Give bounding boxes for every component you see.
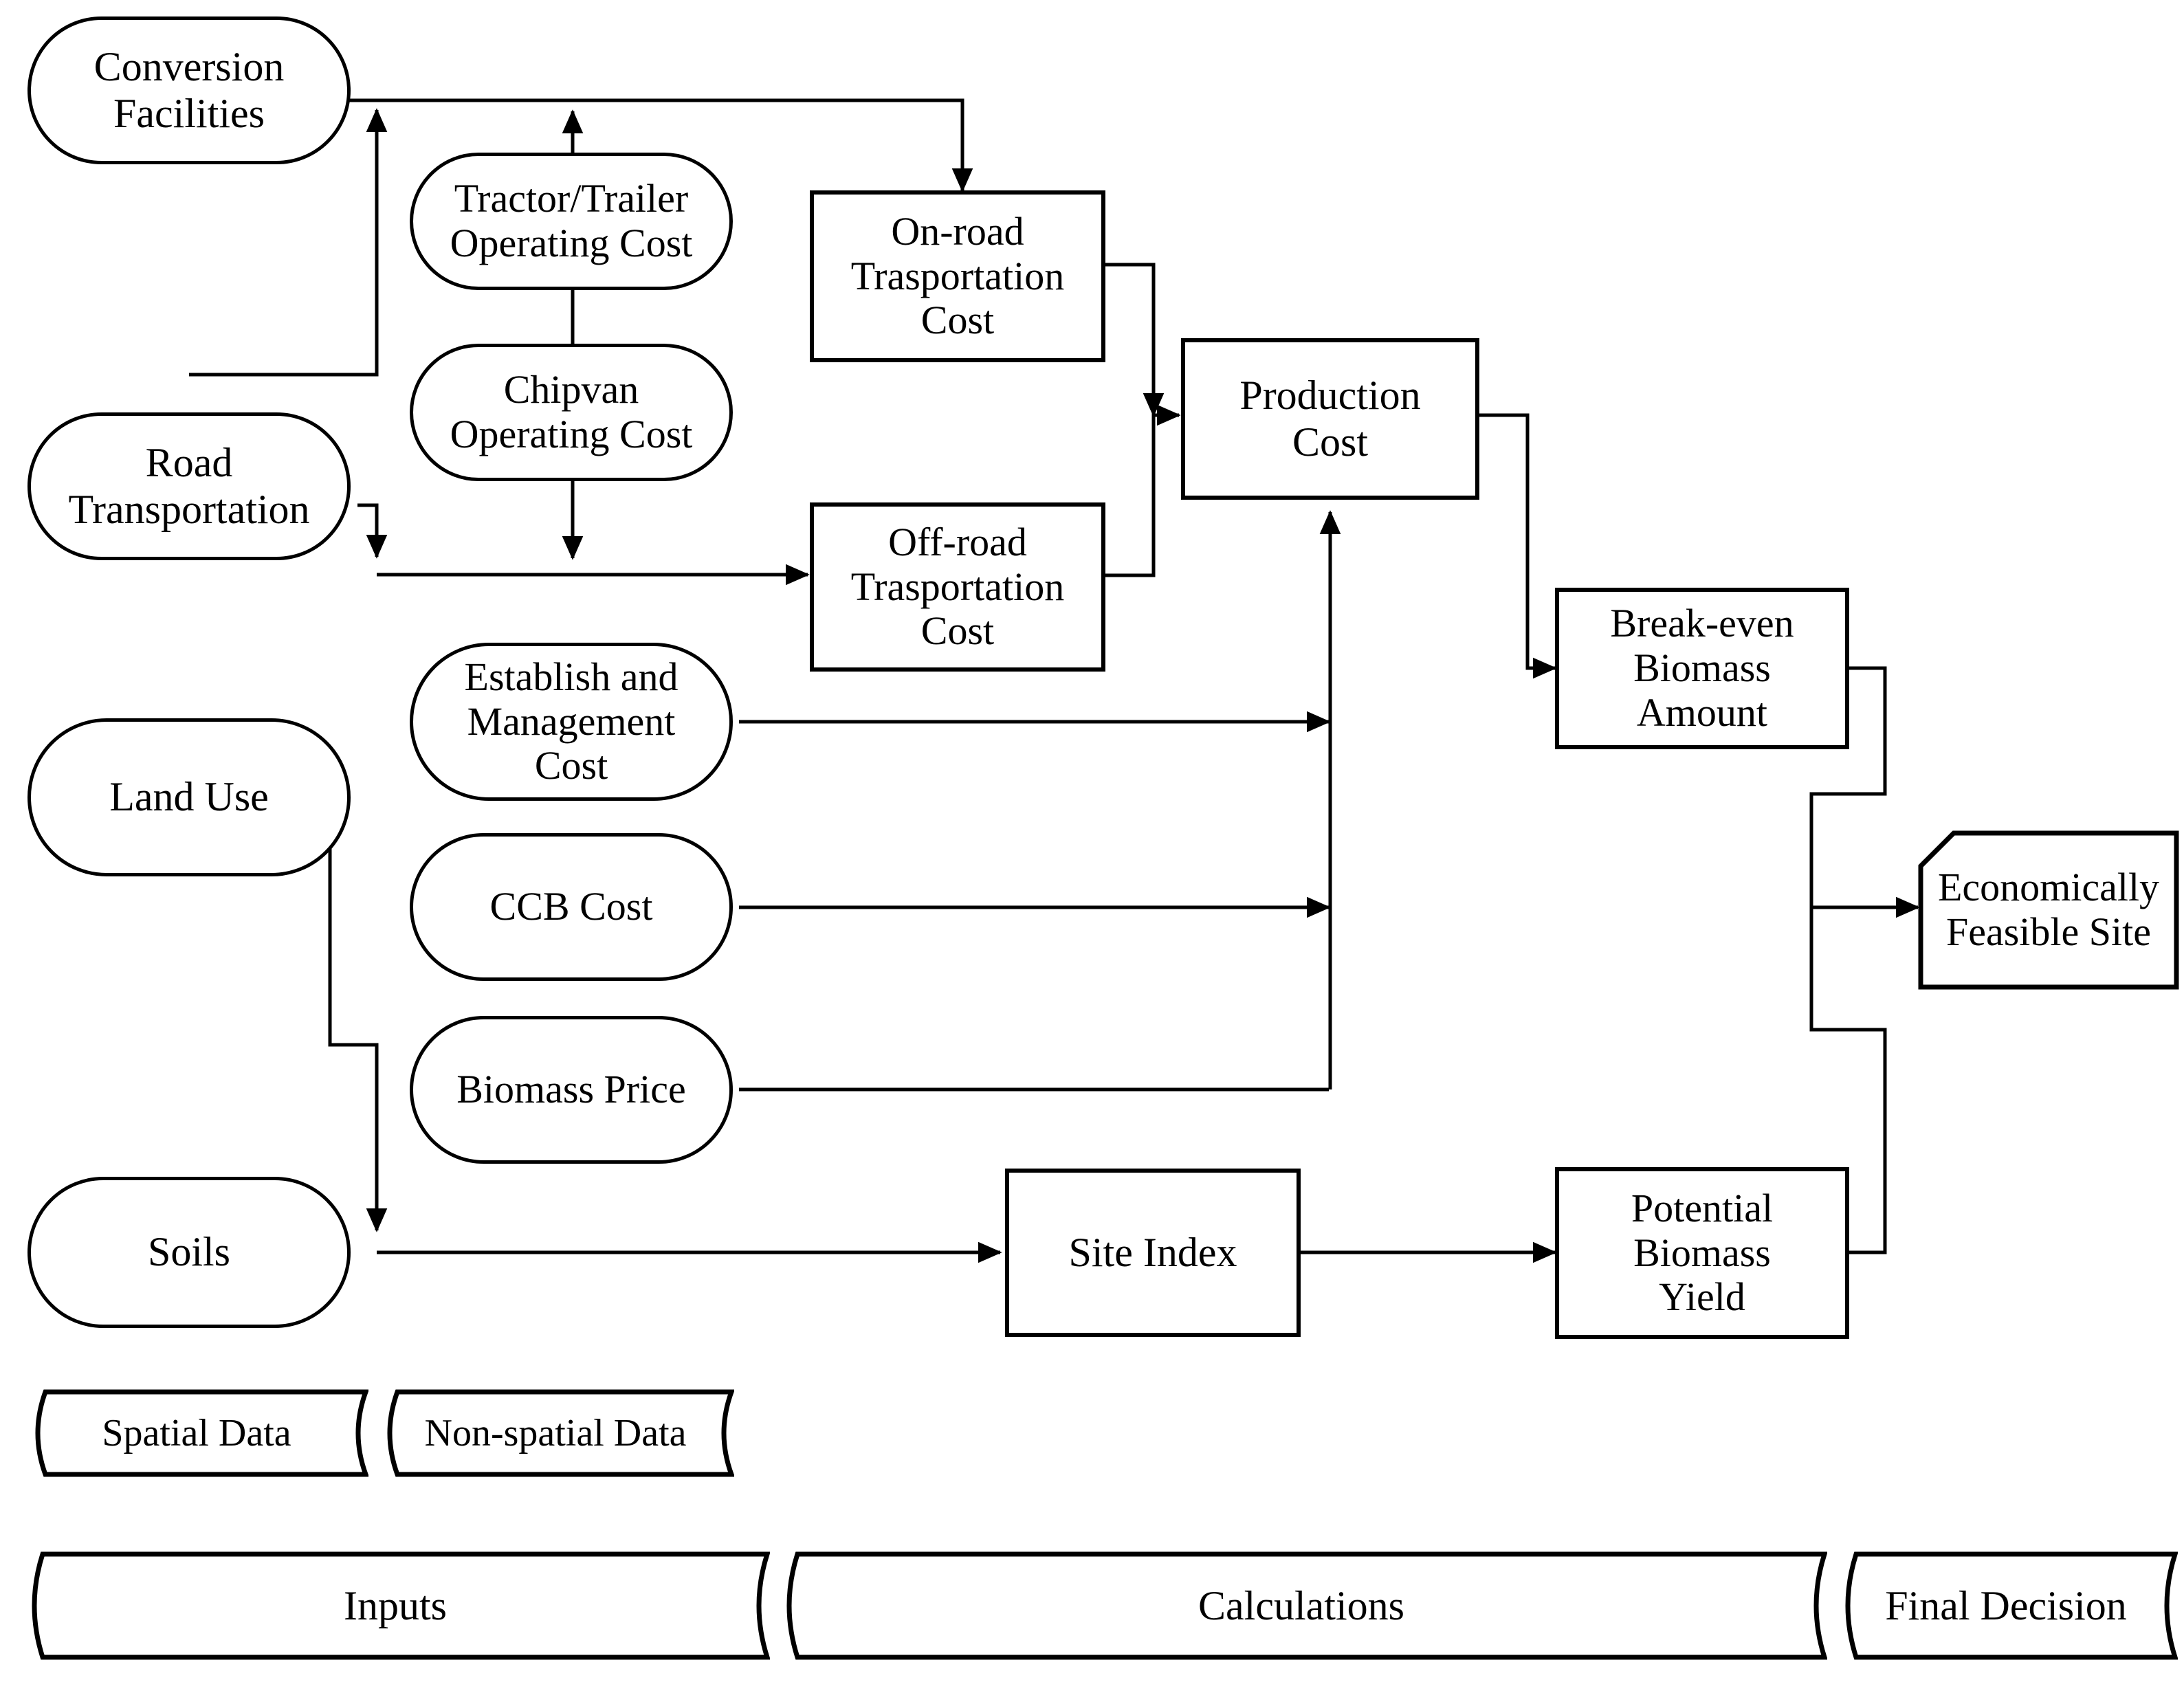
node-establish-management-cost[interactable]: Establish and Management Cost (410, 643, 733, 801)
phase-label: Final Decision (1885, 1582, 2127, 1628)
node-label-line: Facilities (113, 90, 265, 136)
node-label-line: Tractor/Trailer (454, 176, 689, 221)
node-label-line: Feasible Site (1945, 909, 2151, 954)
node-tractor-trailer-operating-cost[interactable]: Tractor/Trailer Operating Cost (410, 153, 733, 290)
phase-label: Calculations (1198, 1582, 1404, 1628)
node-site-index[interactable]: Site Index (1005, 1169, 1301, 1337)
edge-potential-to-feasible (1809, 907, 1887, 1254)
phase-label: Inputs (344, 1582, 447, 1628)
node-label-line: On-road (891, 208, 1024, 254)
node-label-line: Economically (1937, 865, 2160, 910)
node-label-line: Cost (1292, 419, 1369, 465)
node-label-line: Break-even (1610, 601, 1794, 646)
node-chipvan-operating-cost[interactable]: Chipvan Operating Cost (410, 344, 733, 481)
node-label-line: Trasportation (850, 564, 1065, 609)
node-break-even-biomass-amount[interactable]: Break-even Biomass Amount (1555, 588, 1849, 749)
node-label-line: Cost (920, 608, 995, 654)
banner-shape-icon (35, 1389, 370, 1477)
legend-label: Non-spatial Data (424, 1412, 687, 1454)
node-road-transportation[interactable]: Road Transportation (27, 412, 351, 560)
node-label-line: Operating Cost (450, 221, 693, 265)
phase-final-decision[interactable]: Final Decision (1834, 1551, 2179, 1661)
node-label-line: Yield (1659, 1274, 1745, 1320)
banner-shape-icon (786, 1551, 1828, 1660)
node-on-road-transportation-cost[interactable]: On-road Trasportation Cost (810, 190, 1105, 362)
node-label: Site Index (1068, 1229, 1237, 1275)
node-label: Soils (147, 1229, 231, 1275)
node-label: CCB Cost (489, 884, 653, 929)
node-potential-biomass-yield[interactable]: Potential Biomass Yield (1555, 1167, 1849, 1339)
node-label-line: Potential (1631, 1185, 1774, 1230)
node-production-cost[interactable]: Production Cost (1181, 338, 1479, 500)
node-biomass-price[interactable]: Biomass Price (410, 1016, 733, 1164)
node-label-line: Transportation (68, 486, 310, 532)
legend-label: Spatial Data (102, 1412, 291, 1454)
phase-inputs[interactable]: Inputs (21, 1551, 771, 1661)
banner-shape-icon (1845, 1551, 2179, 1660)
banner-shape-icon (32, 1551, 771, 1660)
node-label-line: Biomass (1633, 645, 1771, 691)
edge-offroad-to-production (1105, 415, 1156, 577)
node-label-line: Trasportation (850, 253, 1065, 298)
node-label-line: Chipvan (503, 367, 639, 412)
banner-shape-icon (387, 1389, 736, 1477)
legend-spatial-data[interactable]: Spatial Data (25, 1388, 370, 1478)
legend-non-spatial-data[interactable]: Non-spatial Data (377, 1388, 736, 1478)
node-label-line: Cost (534, 743, 608, 788)
node-ccb-cost[interactable]: CCB Cost (410, 833, 733, 981)
node-land-use[interactable]: Land Use (27, 718, 351, 876)
node-conversion-facilities[interactable]: Conversion Facilities (27, 16, 351, 164)
node-label-line: Amount (1636, 689, 1768, 735)
node-economically-feasible-site[interactable]: Economically Feasible Site (1918, 830, 2179, 990)
edge-production-to-breakeven (1479, 413, 1557, 679)
node-label-line: Cost (920, 298, 995, 343)
node-soils[interactable]: Soils (27, 1177, 351, 1328)
node-label: Biomass Price (456, 1067, 686, 1112)
phase-calculations[interactable]: Calculations (775, 1551, 1828, 1661)
node-label-line: Conversion (93, 44, 285, 90)
edge-road-transport-to-conversion-facilities (189, 108, 388, 377)
edge-onroad-to-production (1105, 263, 1165, 417)
edge-road-transport-down (357, 503, 388, 559)
node-label-line: Operating Cost (450, 412, 693, 456)
node-label-line: Management (467, 698, 676, 744)
cut-corner-shape-icon (1918, 830, 2179, 990)
node-label: Land Use (109, 774, 269, 820)
node-label-line: Road (145, 440, 233, 486)
node-label-line: Off-road (888, 519, 1027, 564)
node-label-line: Production (1239, 373, 1421, 419)
node-off-road-transportation-cost[interactable]: Off-road Trasportation Cost (810, 502, 1105, 672)
edge-breakeven-to-feasible (1809, 666, 1887, 907)
node-label-line: Biomass (1633, 1230, 1771, 1275)
edge-conversion-facilities-to-onroad (191, 98, 973, 192)
node-label-line: Establish and (464, 654, 679, 699)
